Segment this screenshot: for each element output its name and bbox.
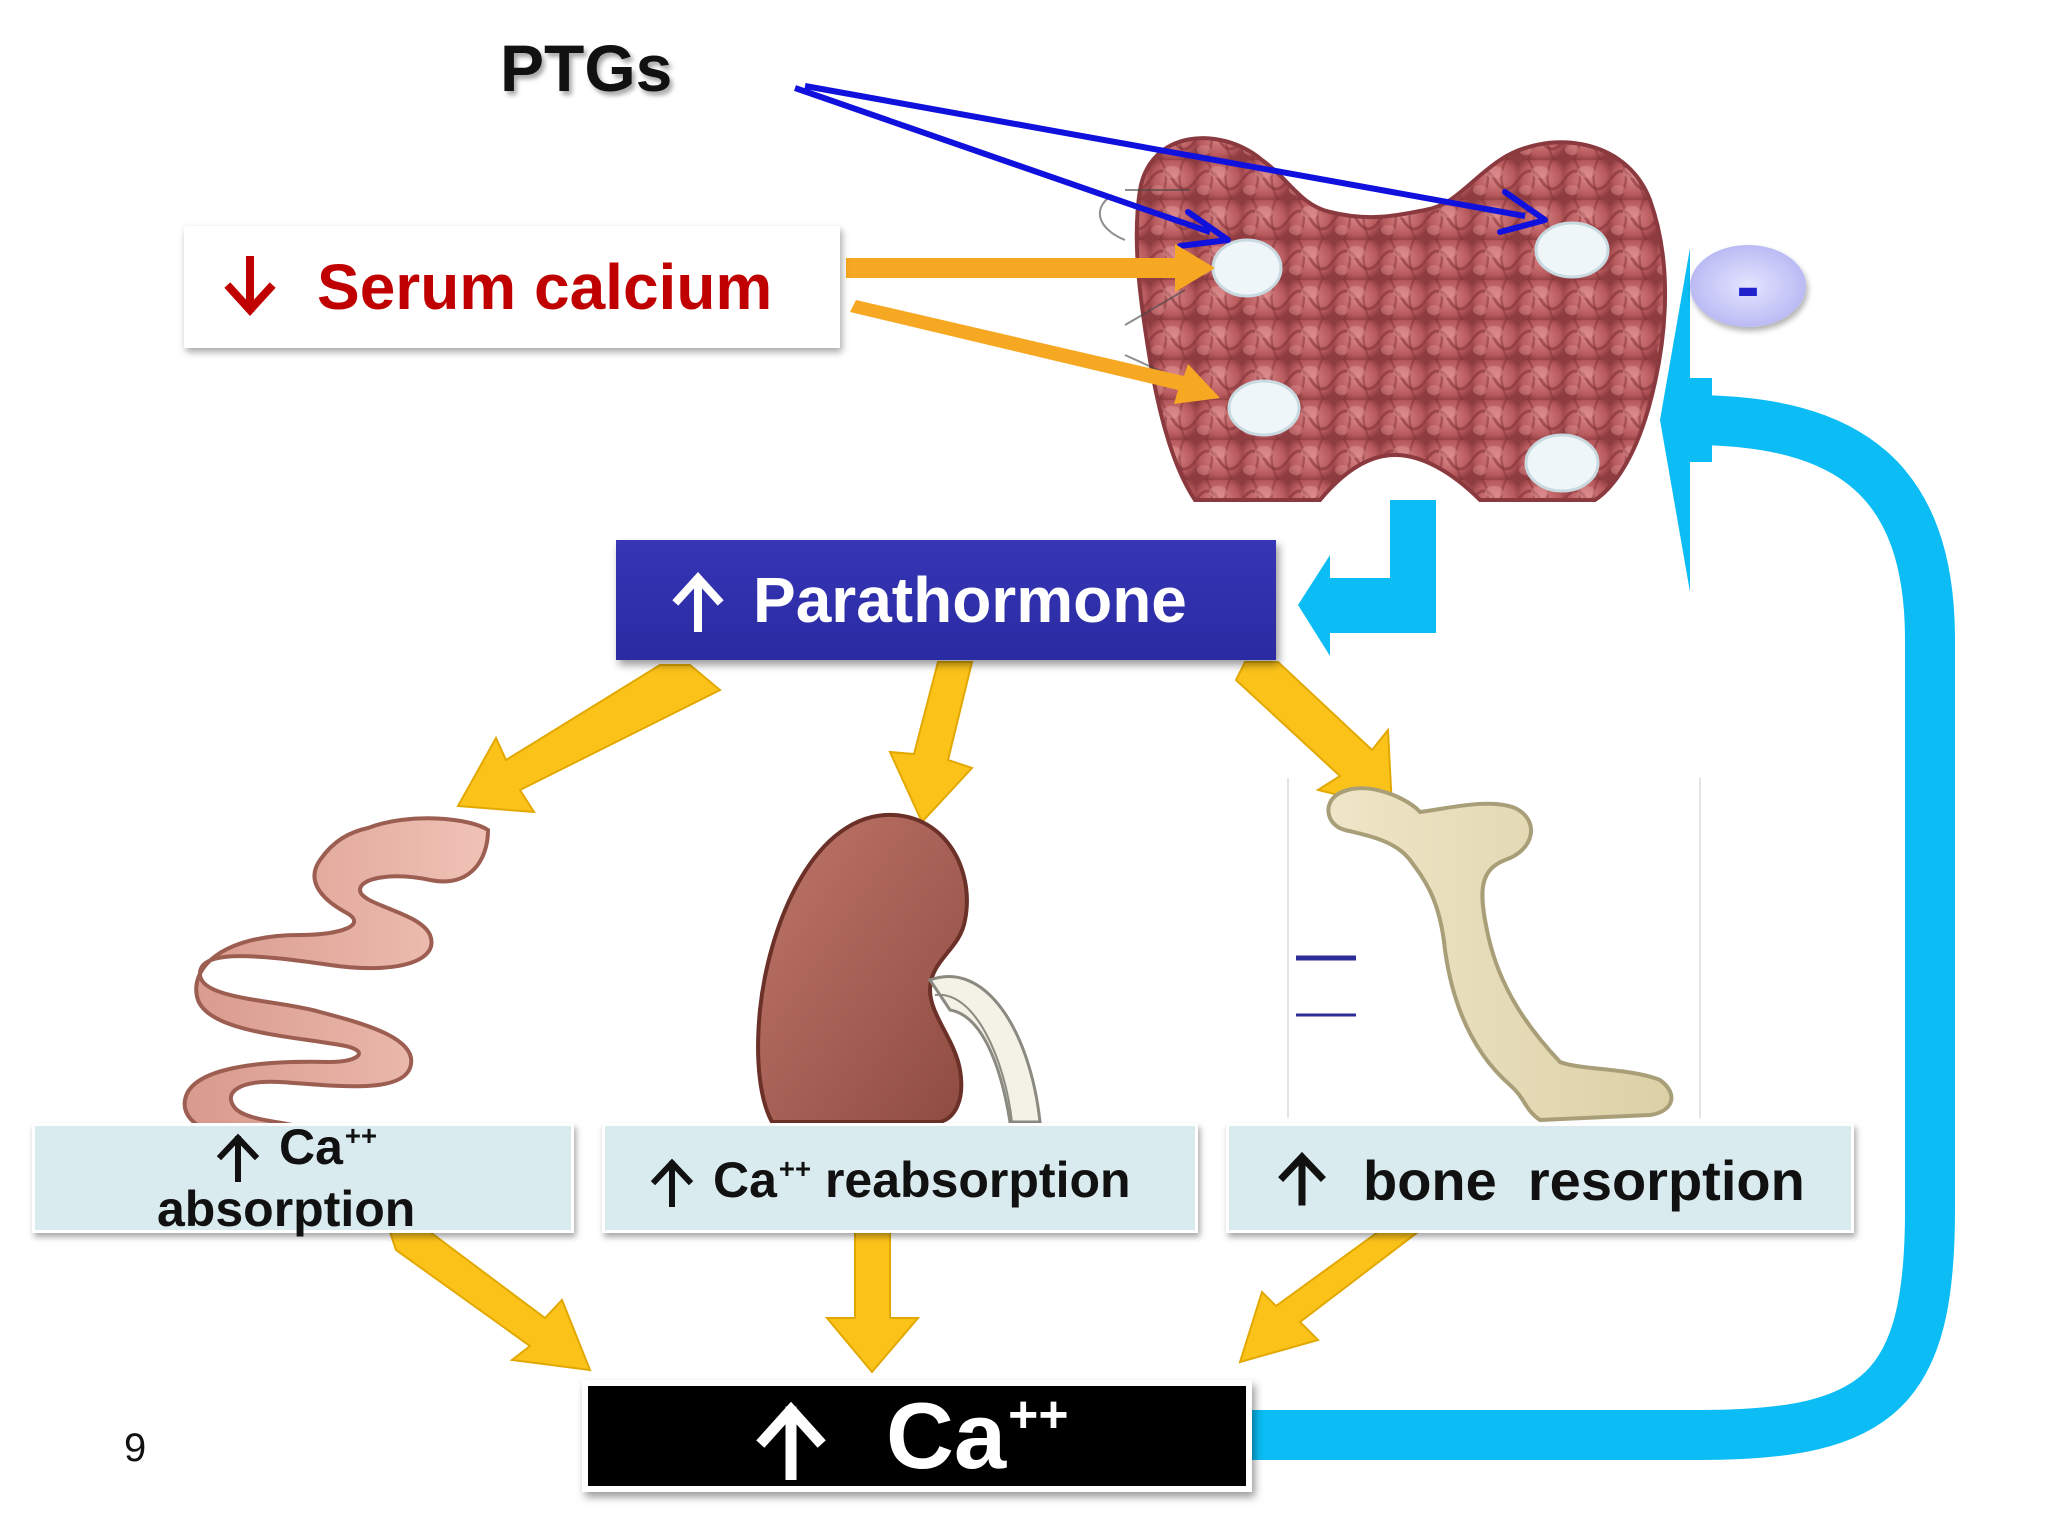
renal-reabsorption-label: Ca++ reabsorption	[713, 1151, 1131, 1209]
effect-to-calcium-arrows	[388, 1231, 1421, 1374]
parathyroid-gland-lower-right	[1524, 433, 1600, 493]
calcium-symbol: Ca	[713, 1152, 777, 1208]
up-arrow-icon	[650, 1158, 694, 1207]
intestinal-calcium-label: Ca++	[279, 1118, 377, 1176]
up-arrow-icon	[672, 572, 724, 632]
negative-feedback-arrow	[1250, 248, 1955, 1460]
parathyroid-gland-upper-left	[1211, 238, 1283, 298]
reabsorption-text: reabsorption	[824, 1152, 1131, 1208]
parathyroid-gland-upper-right	[1534, 221, 1610, 279]
up-arrow-icon	[216, 1133, 260, 1182]
intestine-illustration	[182, 816, 491, 1187]
up-arrow-icon	[756, 1401, 826, 1480]
bone-illustration	[1287, 778, 1701, 1123]
renal-reabsorption-box: Ca++ reabsorption	[602, 1123, 1198, 1233]
intestinal-absorption-box: Ca++ absorption	[32, 1119, 574, 1237]
bone-resorption-label: bone resorption	[1363, 1149, 1805, 1212]
down-arrow-icon	[224, 256, 276, 316]
charge-superscript: ++	[344, 1119, 378, 1151]
serum-calcium-box: Serum calcium	[184, 226, 840, 348]
up-arrow-icon	[1278, 1151, 1326, 1206]
bone-resorption-box: bone resorption	[1226, 1123, 1854, 1233]
kidney-illustration	[756, 812, 1042, 1124]
parathormone-box: Parathormone	[616, 540, 1276, 660]
ptg-pointer-arrows	[794, 83, 1548, 249]
charge-superscript: ++	[778, 1152, 812, 1184]
calcium-symbol: Ca	[886, 1383, 1007, 1489]
calcium-result-label: Ca++	[886, 1388, 1069, 1483]
calcium-result-box: Ca++	[582, 1380, 1252, 1492]
parathormone-effect-arrows	[456, 661, 1394, 824]
gland-to-parathormone-arrow	[1298, 500, 1436, 656]
negative-feedback-badge: -	[1690, 245, 1806, 327]
calcium-symbol: Ca	[279, 1119, 343, 1175]
serum-calcium-arrows	[846, 244, 1220, 404]
charge-superscript: ++	[1008, 1384, 1069, 1443]
parathyroid-gland-lower-left	[1227, 379, 1301, 437]
intestinal-absorption-label: absorption	[157, 1181, 416, 1237]
serum-calcium-label: Serum calcium	[317, 251, 773, 323]
parathormone-label: Parathormone	[753, 564, 1187, 636]
ptgs-label: PTGs	[500, 31, 673, 105]
slide-number: 9	[124, 1426, 147, 1470]
